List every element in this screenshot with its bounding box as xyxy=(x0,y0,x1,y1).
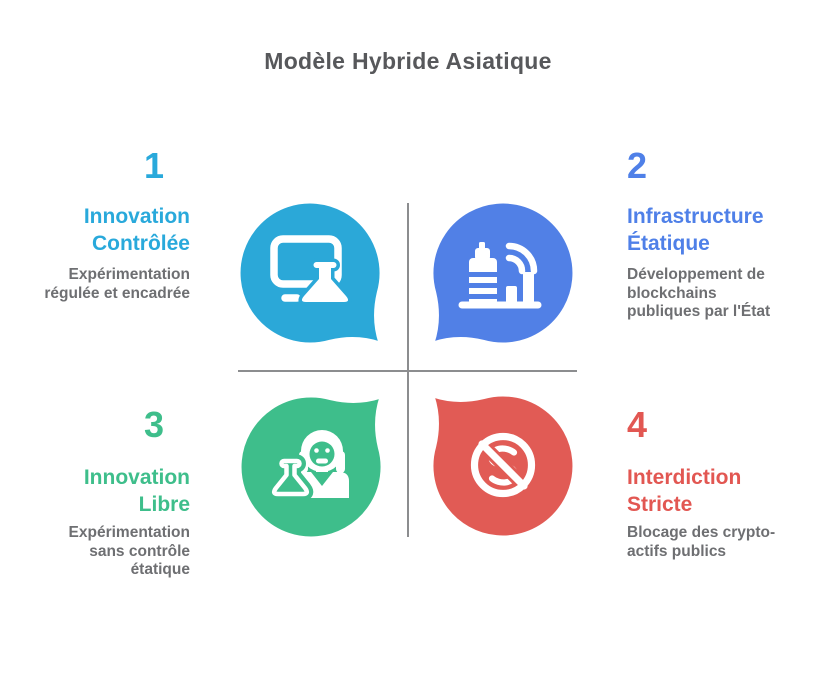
quadrant-1-description: Expérimentation régulée et encadrée xyxy=(44,266,190,302)
speech-bubble-shape xyxy=(237,200,383,346)
quadrant-1-number: 1 xyxy=(143,145,164,186)
quadrant-4-bubble xyxy=(430,393,576,539)
quadrant-3-number: 3 xyxy=(143,404,164,445)
quadrant-3-bubble xyxy=(238,394,384,540)
scientist-flask-icon xyxy=(267,430,349,501)
banned-crypto-icon xyxy=(470,432,536,498)
quadrant-1-bubble xyxy=(237,200,383,346)
quadrant-2-bubble xyxy=(430,200,576,346)
speech-bubble-shape xyxy=(430,200,576,346)
page-title: Modèle Hybride Asiatique xyxy=(264,48,552,74)
quadrant-1-heading: Innovation Contrôlée xyxy=(83,205,190,255)
quadrant-2-heading: Infrastructure Étatique xyxy=(627,205,764,255)
quadrant-2-description: Développement de blockchains publiques p… xyxy=(627,266,771,320)
monitor-flask-icon xyxy=(270,235,352,306)
quadrant-4-number: 4 xyxy=(627,404,648,445)
quadrant-4-description: Blocage des crypto- actifs publics xyxy=(627,524,776,560)
quadrant-2-number: 2 xyxy=(627,145,648,186)
quadrant-3-heading: Innovation Libre xyxy=(83,466,190,516)
quadrant-3-description: Expérimentation sans contrôle étatique xyxy=(68,524,190,578)
connected-building-icon xyxy=(458,242,542,309)
quadrant-4-heading: Interdiction Stricte xyxy=(627,466,742,516)
